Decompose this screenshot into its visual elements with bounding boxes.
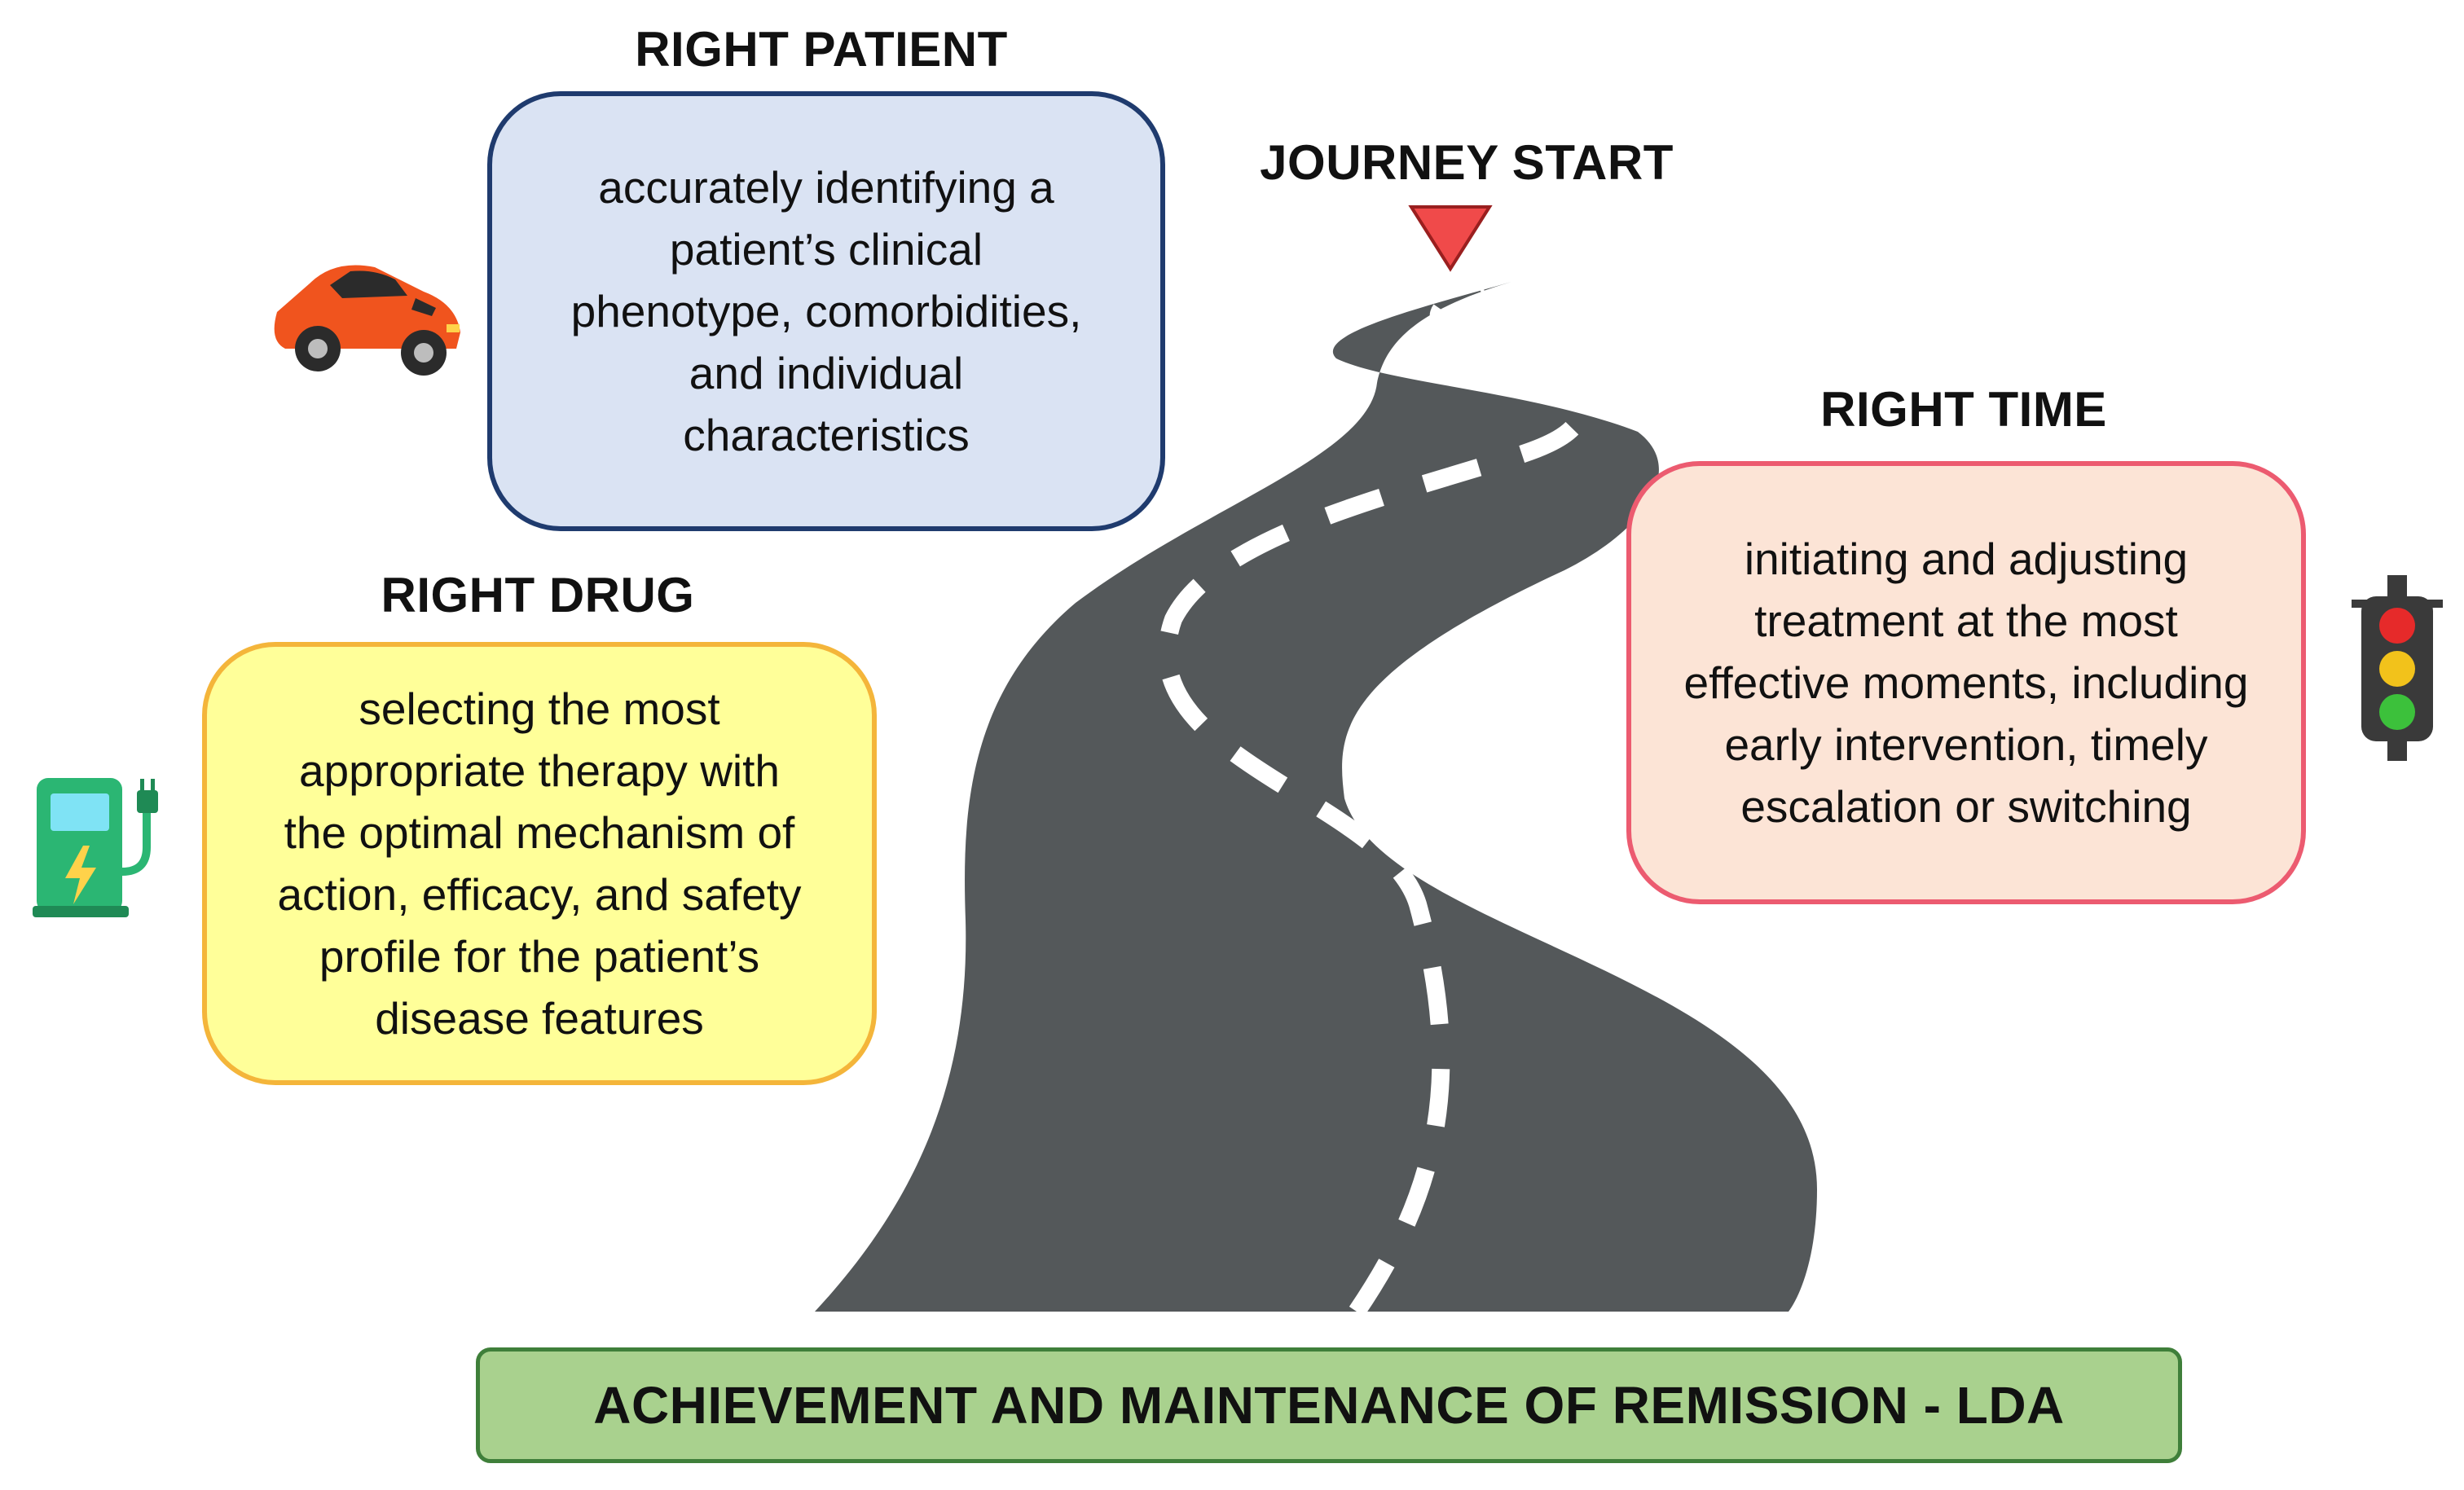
right-patient-text: accurately identifying a patient’s clini… <box>571 156 1082 466</box>
right-drug-heading: RIGHT DRUG <box>381 568 695 622</box>
right-patient-line: phenotype, comorbidities, <box>570 286 1082 336</box>
start-marker-icon <box>1408 205 1493 272</box>
right-patient-box: accurately identifying a patient’s clini… <box>487 91 1165 531</box>
right-drug-line: the optimal mechanism of <box>284 807 795 858</box>
right-drug-box: selecting the most appropriate therapy w… <box>202 642 877 1085</box>
journey-start-label: JOURNEY START <box>1260 135 1674 190</box>
remission-goal-label: ACHIEVEMENT AND MAINTENANCE OF REMISSION… <box>593 1376 2065 1435</box>
right-time-text: initiating and adjusting treatment at th… <box>1684 528 2249 837</box>
right-time-box: initiating and adjusting treatment at th… <box>1626 461 2306 904</box>
right-drug-text: selecting the most appropriate therapy w… <box>277 678 801 1049</box>
right-time-line: early intervention, timely <box>1724 719 2208 770</box>
right-drug-line: appropriate therapy with <box>298 745 781 796</box>
traffic-light-icon <box>2352 575 2443 761</box>
right-drug-line: profile for the patient’s <box>319 931 760 982</box>
right-time-line: effective moments, including <box>1683 657 2249 708</box>
right-time-line: treatment at the most <box>1754 596 2178 646</box>
road-center-line <box>1158 278 1589 1317</box>
road-surface <box>815 282 1817 1312</box>
right-patient-line: patient’s clinical <box>669 224 983 275</box>
ev-charger-icon <box>33 778 158 917</box>
right-time-line: initiating and adjusting <box>1744 534 2189 584</box>
right-patient-line: accurately identifying a <box>598 162 1054 213</box>
right-drug-line: action, efficacy, and safety <box>277 869 802 920</box>
car-icon <box>274 265 460 376</box>
right-time-line: escalation or switching <box>1740 781 2192 832</box>
right-drug-line: disease features <box>375 993 704 1044</box>
right-patient-line: characteristics <box>683 410 970 460</box>
right-time-heading: RIGHT TIME <box>1820 382 2107 437</box>
right-patient-heading: RIGHT PATIENT <box>635 22 1008 77</box>
remission-goal-bar: ACHIEVEMENT AND MAINTENANCE OF REMISSION… <box>476 1347 2182 1463</box>
right-drug-line: selecting the most <box>359 683 720 734</box>
right-patient-line: and individual <box>689 348 964 398</box>
